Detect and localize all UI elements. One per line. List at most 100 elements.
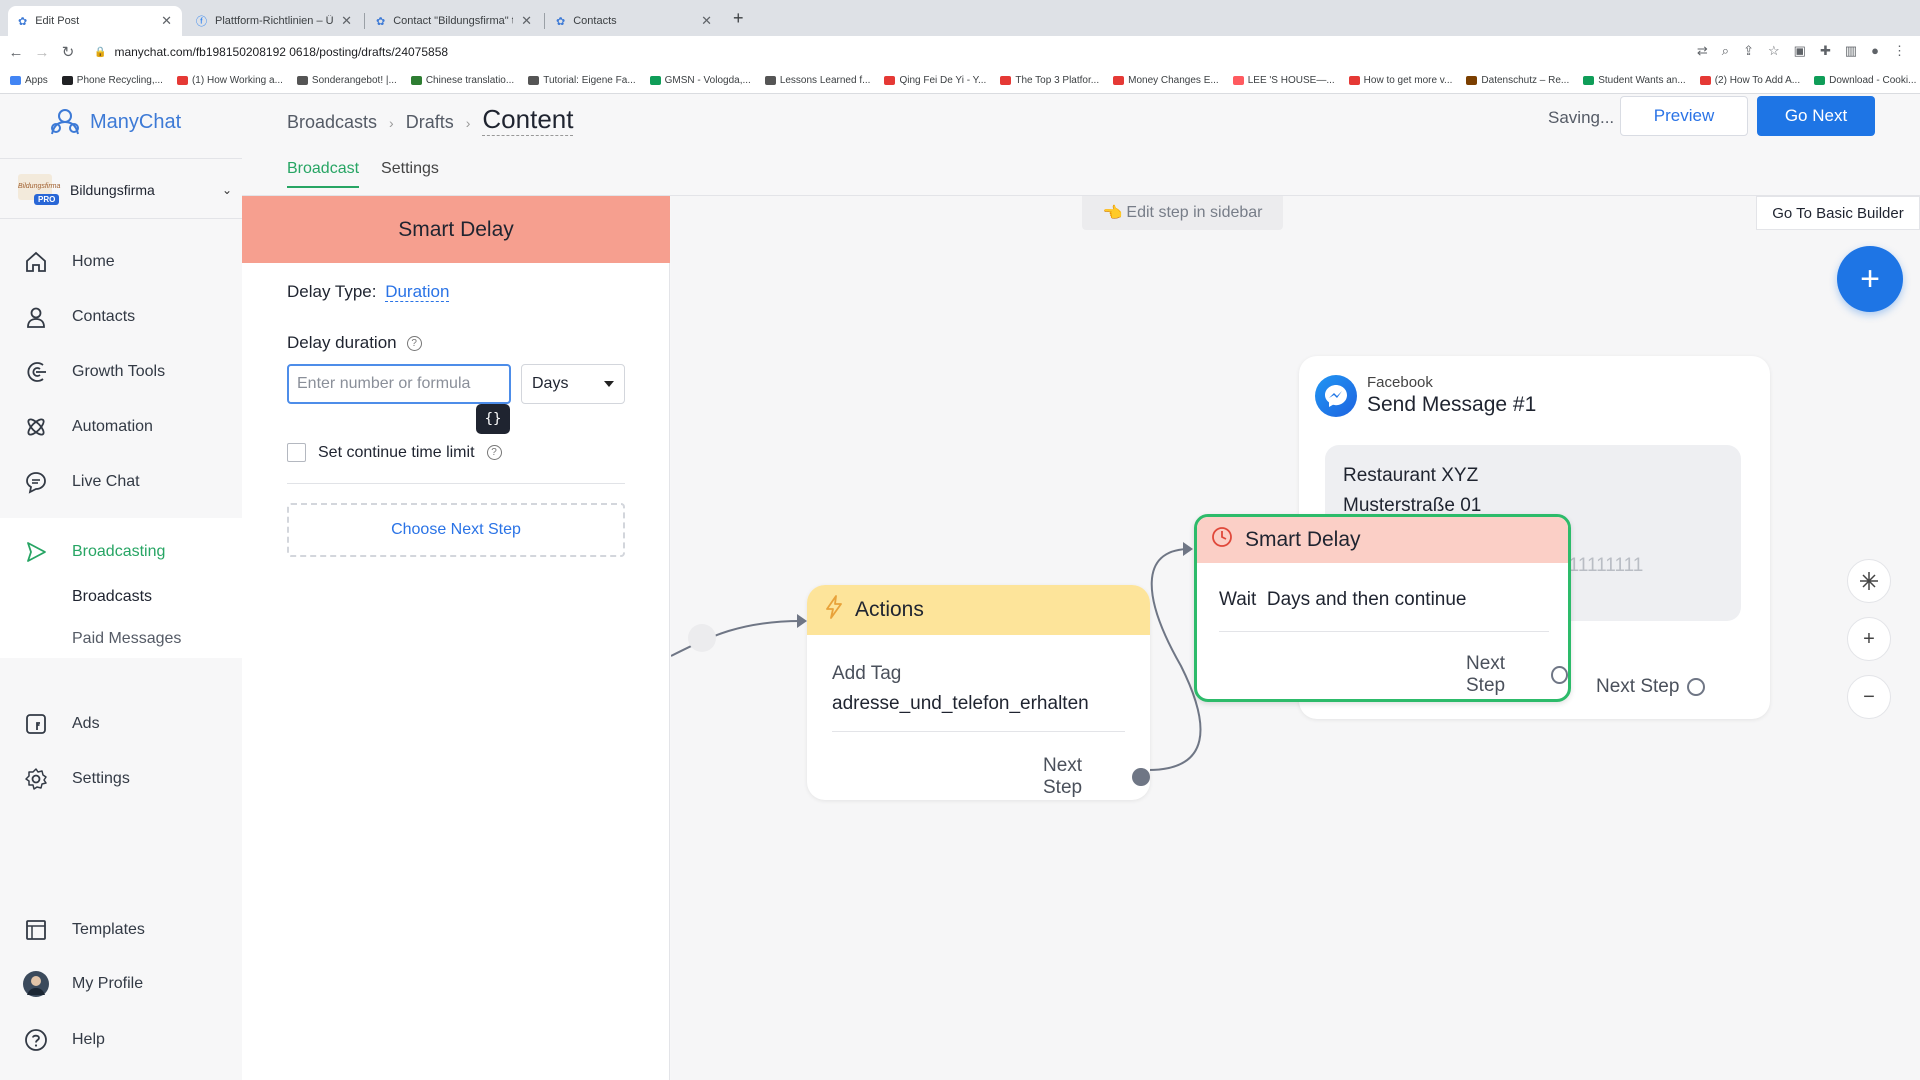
- translate-icon[interactable]: ⇄: [1696, 43, 1708, 58]
- browser-tab-edit-post[interactable]: ✿ Edit Post ✕: [8, 6, 182, 36]
- divider: [287, 483, 625, 484]
- avatar: [22, 970, 50, 998]
- sidebar-subitem-paid-messages[interactable]: Paid Messages: [72, 630, 182, 647]
- share-icon[interactable]: ⇪: [1743, 43, 1754, 58]
- tab-broadcast[interactable]: Broadcast: [287, 160, 360, 188]
- address-bar[interactable]: 🔒 manychat.com/fb198150208192 0618/posti…: [94, 45, 448, 59]
- bookmark-favicon-icon: [410, 76, 422, 85]
- sidebar-item-growth-tools[interactable]: Growth Tools: [22, 358, 165, 386]
- bookmark-item[interactable]: Apps: [10, 75, 48, 86]
- page-title[interactable]: Content: [482, 104, 574, 136]
- manychat-logo[interactable]: ManyChat: [48, 106, 181, 138]
- bookmark-item[interactable]: (2) How To Add A...: [1699, 75, 1800, 86]
- continue-time-limit-checkbox[interactable]: [287, 443, 306, 462]
- formula-button[interactable]: {}: [476, 404, 510, 434]
- broadcasting-section: Broadcasting Broadcasts Paid Messages: [0, 518, 242, 658]
- next-step-output[interactable]: Next Step: [1596, 676, 1706, 698]
- help-icon[interactable]: ?: [486, 445, 502, 460]
- breadcrumb-drafts[interactable]: Drafts: [405, 112, 454, 132]
- tab-divider: [364, 13, 365, 29]
- bookmark-item[interactable]: Datenschutz – Re...: [1466, 75, 1569, 86]
- bookmark-item[interactable]: Download - Cooki...: [1814, 75, 1916, 86]
- continue-time-limit-row: Set continue time limit ?: [287, 443, 502, 462]
- preview-button[interactable]: Preview: [1620, 96, 1748, 136]
- bookmark-item[interactable]: LEE 'S HOUSE—...: [1232, 75, 1335, 86]
- profile-icon[interactable]: ●: [1871, 43, 1879, 58]
- delay-duration-row: Delay duration ?: [287, 333, 422, 353]
- back-icon[interactable]: ←: [8, 43, 24, 61]
- bookmark-item[interactable]: (1) How Working a...: [176, 75, 283, 86]
- bookmark-item[interactable]: The Top 3 Platfor...: [1000, 75, 1099, 86]
- close-icon[interactable]: ✕: [701, 13, 712, 28]
- duration-unit-select[interactable]: Days: [521, 364, 625, 404]
- sidebar-item-live-chat[interactable]: Live Chat: [22, 468, 140, 496]
- bookmark-item[interactable]: Phone Recycling,...: [61, 75, 163, 86]
- sidebar-item-label: Automation: [72, 418, 153, 435]
- browser-tab-contact[interactable]: ✿ Contact "Bildungsfirma" throu ✕: [366, 6, 542, 36]
- lock-icon: 🔒: [94, 46, 107, 58]
- delay-type-selector[interactable]: Duration: [385, 282, 450, 302]
- puzzle-icon[interactable]: ✚: [1819, 43, 1831, 58]
- bookmark-item[interactable]: Qing Fei De Yi - Y...: [884, 75, 986, 86]
- go-next-button[interactable]: Go Next: [1757, 96, 1875, 136]
- bookmark-item[interactable]: Lessons Learned f...: [764, 75, 870, 86]
- sidebar-item-settings[interactable]: Settings: [22, 765, 130, 793]
- sidebar-item-contacts[interactable]: Contacts: [22, 303, 135, 331]
- next-step-output[interactable]: Next Step: [1466, 653, 1568, 697]
- browser-toolbar-actions: ⇄ ⌕ ⇪ ☆ ▣ ✚ ▥ ● ⋮: [1697, 43, 1906, 59]
- help-icon[interactable]: ?: [406, 335, 422, 351]
- breadcrumb-broadcasts[interactable]: Broadcasts: [287, 112, 378, 132]
- new-tab-icon[interactable]: +: [733, 8, 744, 28]
- zoom-icon[interactable]: ⌕: [1721, 43, 1730, 58]
- account-switcher[interactable]: Bildungsfirma PRO Bildungsfirma ⌄: [14, 166, 240, 214]
- tab-settings[interactable]: Settings: [381, 160, 439, 177]
- sidebar-icon[interactable]: ▥: [1844, 43, 1858, 58]
- close-icon[interactable]: ✕: [341, 13, 352, 28]
- output-port[interactable]: [1551, 666, 1568, 684]
- next-step-output[interactable]: Next Step: [1043, 755, 1150, 799]
- output-port[interactable]: [1132, 768, 1150, 786]
- output-port[interactable]: [1687, 678, 1706, 696]
- extension-icon[interactable]: ▣: [1793, 43, 1806, 58]
- sidebar-item-templates[interactable]: Templates: [22, 916, 145, 944]
- zoom-in-button[interactable]: +: [1847, 617, 1891, 661]
- go-to-basic-builder-button[interactable]: Go To Basic Builder: [1756, 196, 1920, 230]
- sidebar-item-label: My Profile: [72, 975, 144, 992]
- manychat-favicon-icon: ✿: [556, 15, 566, 28]
- sidebar-item-broadcasting[interactable]: Broadcasting: [22, 538, 165, 566]
- sidebar-subitem-broadcasts[interactable]: Broadcasts: [72, 588, 153, 605]
- add-step-button[interactable]: +: [1837, 246, 1903, 312]
- bookmark-item[interactable]: Tutorial: Eigene Fa...: [528, 75, 636, 86]
- forward-icon[interactable]: →: [34, 43, 50, 61]
- sidebar-item-ads[interactable]: Ads: [22, 710, 100, 738]
- more-icon[interactable]: ⋮: [1893, 43, 1906, 58]
- chat-icon: [22, 468, 50, 496]
- flow-canvas[interactable]: 👈 Edit step in sidebar Go To Basic Build…: [671, 196, 1920, 1080]
- duration-input[interactable]: [287, 364, 511, 404]
- choose-next-step-button[interactable]: Choose Next Step: [287, 503, 625, 557]
- browser-tab-title: Plattform-Richtlinien – Übersic: [215, 15, 334, 27]
- sidebar-item-my-profile[interactable]: My Profile: [22, 970, 143, 998]
- bookmark-item[interactable]: Student Wants an...: [1583, 75, 1686, 86]
- star-icon[interactable]: ☆: [1767, 43, 1780, 58]
- browser-tab-plattform[interactable]: ⓕ Plattform-Richtlinien – Übersic ✕: [186, 6, 362, 36]
- close-icon[interactable]: ✕: [521, 13, 532, 28]
- close-icon[interactable]: ✕: [161, 13, 172, 28]
- bookmark-item[interactable]: Chinese translatio...: [410, 75, 514, 86]
- bookmark-label: Qing Fei De Yi - Y...: [899, 75, 987, 86]
- zoom-out-button[interactable]: −: [1847, 675, 1891, 719]
- smart-delay-node[interactable]: Smart Delay Wait Days and then continue …: [1194, 514, 1571, 702]
- sidebar-item-home[interactable]: Home: [22, 248, 115, 276]
- reload-icon[interactable]: ↻: [61, 44, 75, 61]
- sidebar-item-automation[interactable]: Automation: [22, 413, 153, 441]
- actions-node[interactable]: Actions Add Tag adresse_und_telefon_erha…: [807, 585, 1150, 800]
- browser-tab-contacts[interactable]: ✿ Contacts ✕: [546, 6, 722, 36]
- sidebar-item-help[interactable]: Help: [22, 1026, 105, 1054]
- bookmark-item[interactable]: Sonderangebot! |...: [296, 75, 397, 86]
- sidebar-item-label: Settings: [72, 770, 130, 787]
- bookmark-item[interactable]: How to get more v...: [1348, 75, 1452, 86]
- pro-badge: PRO: [34, 194, 60, 205]
- magic-wand-icon[interactable]: [1847, 559, 1891, 603]
- bookmark-item[interactable]: Money Changes E...: [1113, 75, 1219, 86]
- bookmark-item[interactable]: GMSN - Vologda,...: [649, 75, 751, 86]
